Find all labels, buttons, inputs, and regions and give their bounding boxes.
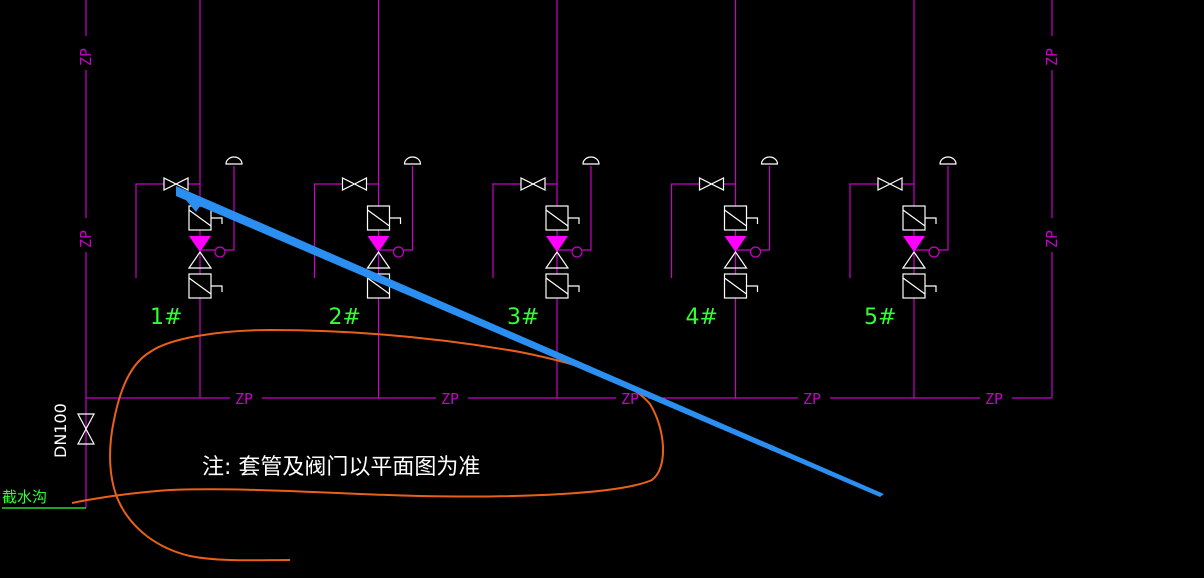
bypass-pipe [670,183,736,278]
bypass-pipe [492,183,557,278]
zp-label-left-top: ZP [76,36,96,70]
zp-label-header-5: ZP [980,390,1012,408]
svg-text:ZP: ZP [441,390,459,408]
air-vent-icon [939,156,957,165]
zp-label-header-2: ZP [436,390,468,408]
upper-joint-detail [545,209,580,227]
air-vent-icon [760,156,779,165]
zp-label-left-mid: ZP [76,218,96,252]
lower-joint-detail [188,277,223,295]
lower-joint-detail [545,277,580,295]
air-release-pipe [735,166,771,251]
check-valve-top-icon [189,236,211,252]
svg-text:ZP: ZP [77,48,95,66]
bypass-pipe [135,183,200,278]
valve-handwheel-icon [749,246,762,258]
valve-handwheel-icon [392,246,405,258]
air-vent-icon [225,156,243,165]
upper-joint-detail [367,209,402,227]
check-valve-bottom-icon [366,250,391,269]
pump-label: 5# [864,305,896,330]
upper-joint-detail [902,209,937,227]
bypass-gate-valve-icon [698,177,725,191]
air-vent-icon [403,156,422,165]
outlet-gate-valve-icon [77,413,95,445]
bypass-gate-valve-icon [163,177,189,191]
pump-label: 3# [507,305,539,330]
bypass-pipe [849,183,914,278]
check-valve-bottom-icon [901,250,927,269]
svg-text:ZP: ZP [803,390,821,408]
drain-label: 截水沟 [2,488,47,506]
pump-label: 2# [329,305,361,330]
pump-station-5: 5# [849,0,957,398]
bypass-gate-valve-icon [877,177,903,191]
air-release-pipe [914,166,949,251]
pump-stations: 1# 2# 3# 4# 5# [135,0,957,398]
valve-handwheel-icon [214,246,226,258]
check-valve-bottom-icon [187,250,213,269]
zp-label-right-mid: ZP [1042,218,1062,252]
air-release-pipe [557,166,592,251]
lower-joint-detail [724,277,759,295]
air-release-pipe [200,166,235,251]
check-valve-bottom-icon [544,250,570,269]
arrow-annotation [176,186,884,497]
bypass-gate-valve-icon [520,177,546,191]
pump-station-3: 3# [492,0,600,398]
check-valve-bottom-icon [723,250,748,269]
upper-joint-detail [188,209,223,227]
svg-text:ZP: ZP [235,390,253,408]
pump-label: 1# [150,305,182,330]
svg-text:ZP: ZP [621,390,639,408]
svg-text:ZP: ZP [1043,230,1061,248]
zp-label-header-1: ZP [230,390,262,408]
pipe-size-label: DN100 [51,403,70,458]
hand-drawn-circle-annotation [71,328,664,562]
air-vent-icon [582,156,600,165]
bypass-gate-valve-icon [341,177,368,191]
valve-handwheel-icon [928,246,940,258]
air-release-pipe [378,166,414,251]
check-valve-top-icon [367,236,390,252]
drawing-note: 注: 套管及阀门以平面图为准 [202,455,480,480]
svg-text:ZP: ZP [77,230,95,248]
pump-station-2: 2# [313,0,422,398]
check-valve-top-icon [546,236,568,252]
pump-label: 4# [686,305,718,330]
upper-joint-detail [724,209,759,227]
lower-joint-detail [902,277,937,295]
zp-label-header-4: ZP [798,390,830,408]
svg-text:ZP: ZP [1043,48,1061,66]
zp-label-right-top: ZP [1042,36,1062,70]
svg-text:ZP: ZP [985,390,1003,408]
pump-station-4: 4# [670,0,779,398]
check-valve-top-icon [724,236,747,252]
check-valve-top-icon [903,236,925,252]
valve-handwheel-icon [571,246,583,258]
